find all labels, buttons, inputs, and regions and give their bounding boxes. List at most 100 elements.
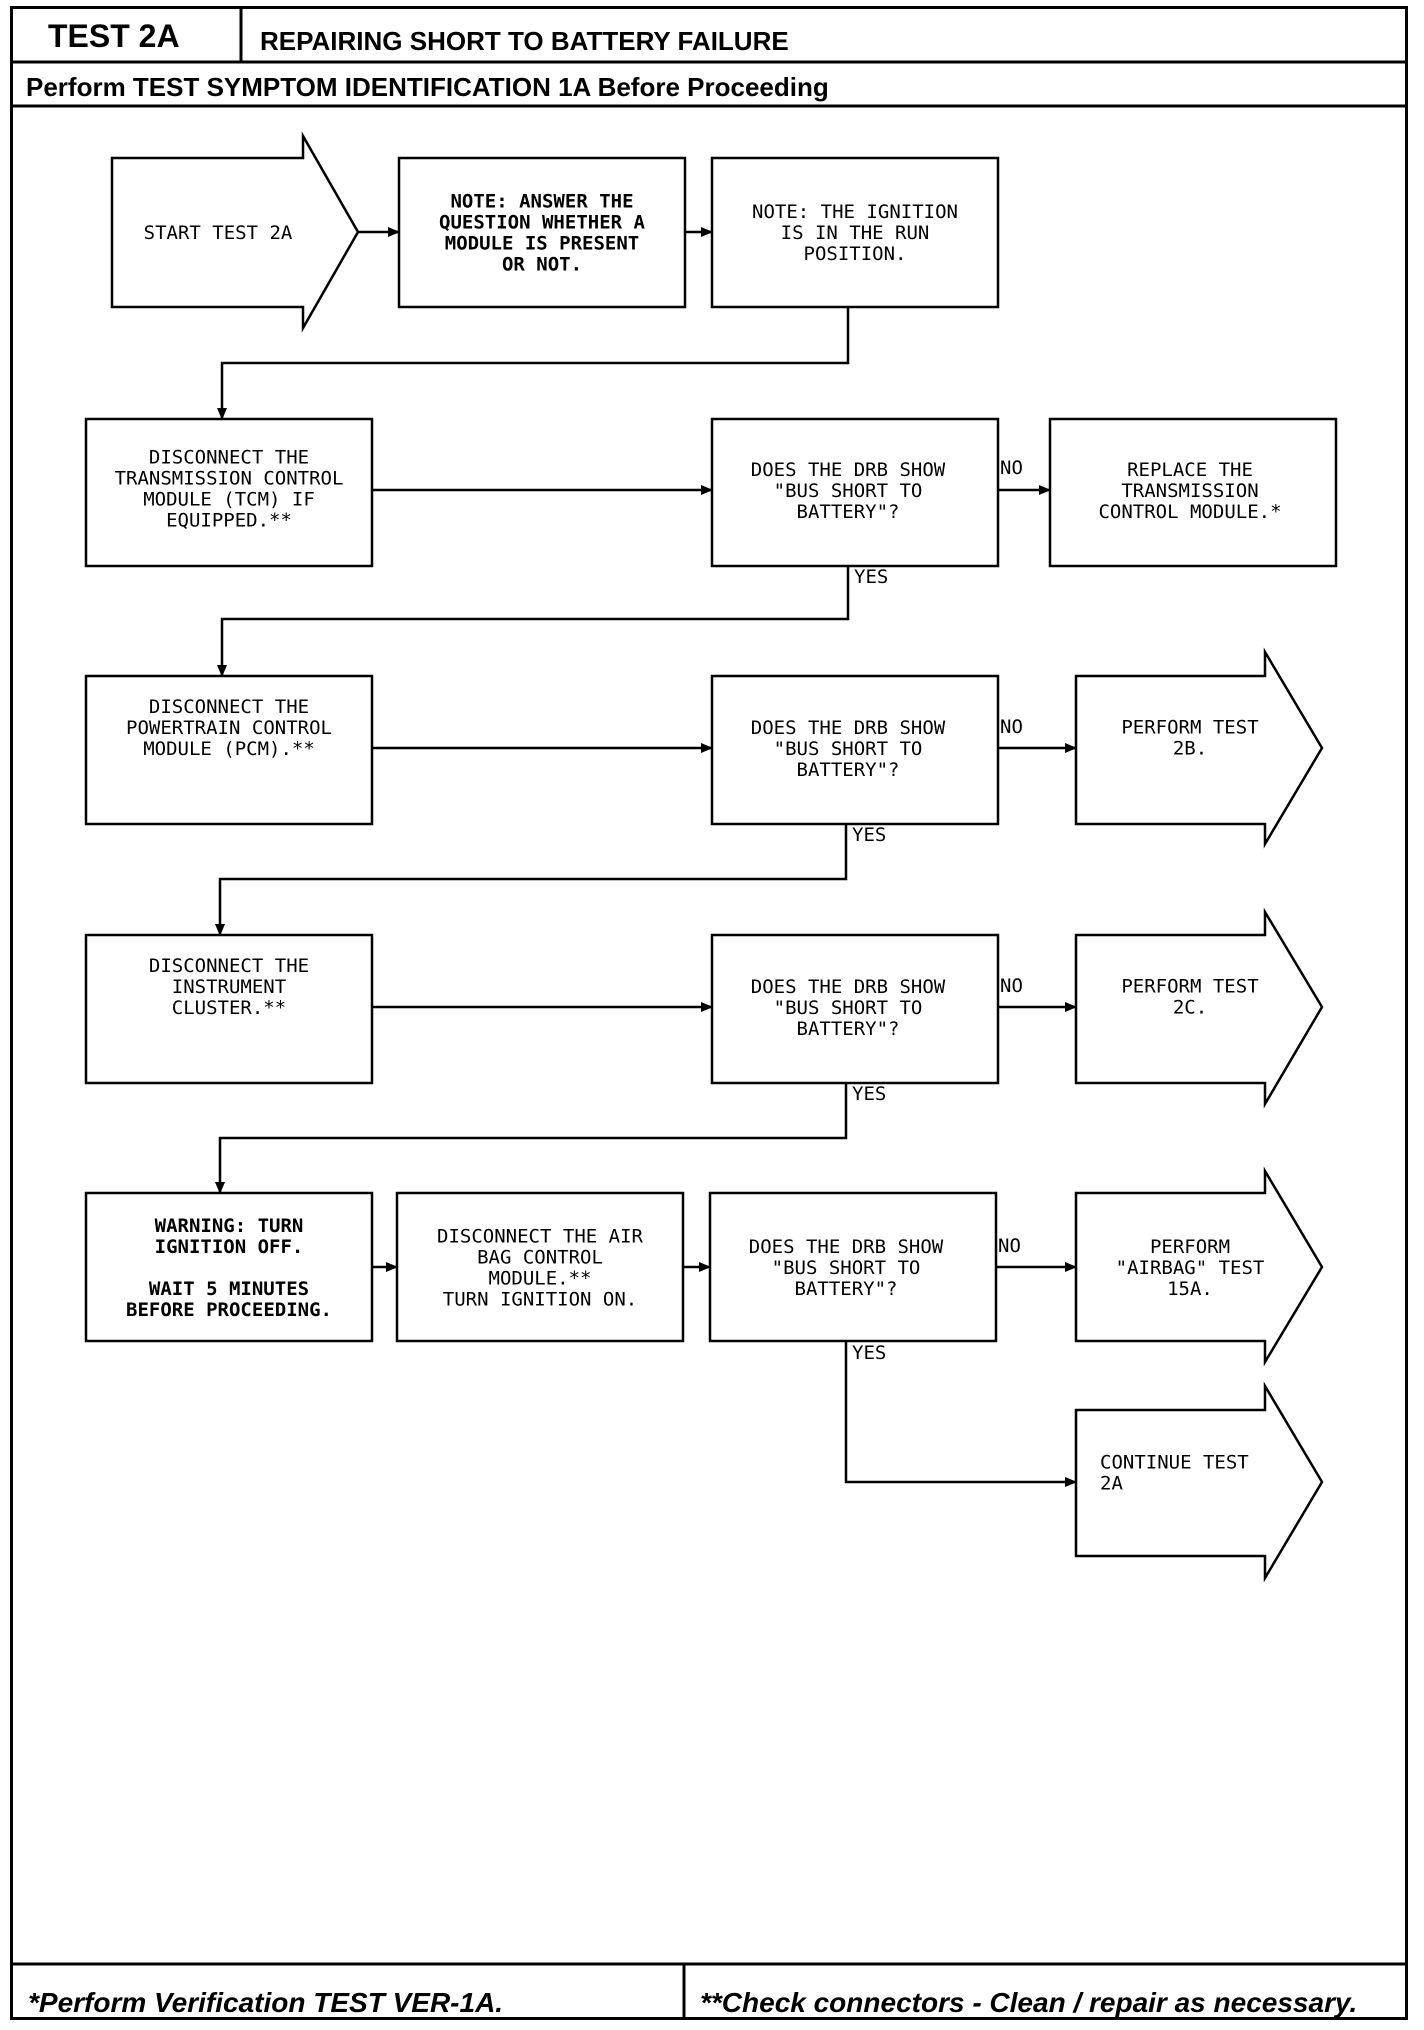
text-line: QUESTION WHETHER A [439,212,645,234]
q3-no-label: NO [1000,975,1023,997]
header-rules [10,6,1408,2020]
q4-box [708,1191,998,1343]
text-line: WAIT 5 MINUTES [149,1278,309,1300]
q3-box [710,933,1000,1085]
text-line: MODULE (TCM) IF [143,489,315,511]
text-line: TURN IGNITION ON. [443,1289,637,1311]
text-line: BATTERY"? [797,501,900,523]
text-line: MODULE.** [489,1268,592,1290]
perform-2c-arrow-shape [1074,907,1324,1109]
text-line: REPLACE THE [1127,459,1253,481]
q2-yes-label: YES [852,824,886,846]
text-line: BATTERY"? [797,759,900,781]
text-line: "BUS SHORT TO [774,480,923,502]
test-id: TEST 2A [48,18,180,54]
text-line: "AIRBAG" TEST [1116,1257,1265,1279]
text-line: DISCONNECT THE [149,447,309,469]
text-line: DOES THE DRB SHOW [751,976,946,998]
connector-q4-yes [844,1341,1077,1487]
connector-q2-yes [215,824,848,936]
text-line: "BUS SHORT TO [772,1257,921,1279]
footer-connectors-note: **Check connectors - Clean / repair as n… [700,1987,1358,2018]
text-line: INSTRUMENT [172,976,286,998]
q2-no-label: NO [1000,716,1023,738]
text-line: MODULE IS PRESENT [445,233,639,255]
text-line: 2A [1100,1473,1123,1495]
connector-q3-yes [215,1083,848,1194]
text-line: DOES THE DRB SHOW [749,1236,944,1258]
text-line: CLUSTER.** [172,997,286,1019]
prerequisite-note: Perform TEST SYMPTOM IDENTIFICATION 1A B… [26,72,829,102]
text-line: DISCONNECT THE AIR [437,1226,643,1248]
text-line: POSITION. [804,243,907,265]
q1-no-label: NO [1000,457,1023,479]
text-line: MODULE (PCM).** [143,738,315,760]
warning-box [84,1191,374,1343]
text-line: BATTERY"? [797,1018,900,1040]
perform-2b-arrow-shape [1074,647,1324,849]
text-line: NOTE: ANSWER THE [450,191,633,213]
text-line: CONTINUE TEST [1100,1452,1249,1474]
q4-yes-label: YES [852,1342,886,1364]
text-line: DOES THE DRB SHOW [751,459,946,481]
text-line: WARNING: TURN [155,1215,304,1237]
text-line: POWERTRAIN CONTROL [126,717,332,739]
connector-ignition-tcm [217,307,850,420]
text-line: "BUS SHORT TO [774,997,923,1019]
text-line: PERFORM TEST [1121,976,1258,998]
text-line: BATTERY"? [795,1278,898,1300]
start-arrow-shape [110,131,360,333]
text-line: BAG CONTROL [477,1247,603,1269]
q1-box [710,417,1000,568]
text-line: DOES THE DRB SHOW [751,717,946,739]
text-line: 2C. [1173,997,1207,1019]
note-ignition-box [710,156,1000,309]
footer-verification-note: *Perform Verification TEST VER-1A. [28,1987,504,2018]
text-line: EQUIPPED.** [166,510,292,532]
q2-box [710,674,1000,826]
disconnect-tcm-box [84,417,374,568]
q3-yes-label: YES [852,1083,886,1105]
text-line: BEFORE PROCEEDING. [126,1299,332,1321]
text-line: CONTROL MODULE.* [1098,501,1281,523]
text-line: NOTE: THE IGNITION [752,201,958,223]
disconnect-cluster-box [84,933,374,1085]
text-line: "BUS SHORT TO [774,738,923,760]
disconnect-airbag-box [395,1191,685,1343]
connector-q1-yes [217,566,850,677]
text-line: PERFORM [1150,1236,1230,1258]
start-arrow-label: START TEST 2A [144,222,293,244]
continue-2a-arrow-shape [1074,1381,1324,1583]
perform-15a-arrow-shape [1074,1166,1324,1367]
q4-no-label: NO [998,1235,1021,1257]
test-title: REPAIRING SHORT TO BATTERY FAILURE [260,26,789,56]
text-line: IGNITION OFF. [155,1236,304,1258]
text-line: START TEST 2A [144,222,293,244]
text-line: 15A. [1167,1278,1213,1300]
q1-yes-label: YES [854,566,888,588]
text-line: DISCONNECT THE [149,696,309,718]
text-line: OR NOT. [502,254,582,276]
text-line: DISCONNECT THE [149,955,309,977]
replace-tcm-box [1048,417,1338,568]
text-line: TRANSMISSION CONTROL [115,468,344,490]
text-line: PERFORM TEST [1121,717,1258,739]
text-line: 2B. [1173,738,1207,760]
disconnect-pcm-box [84,674,374,826]
